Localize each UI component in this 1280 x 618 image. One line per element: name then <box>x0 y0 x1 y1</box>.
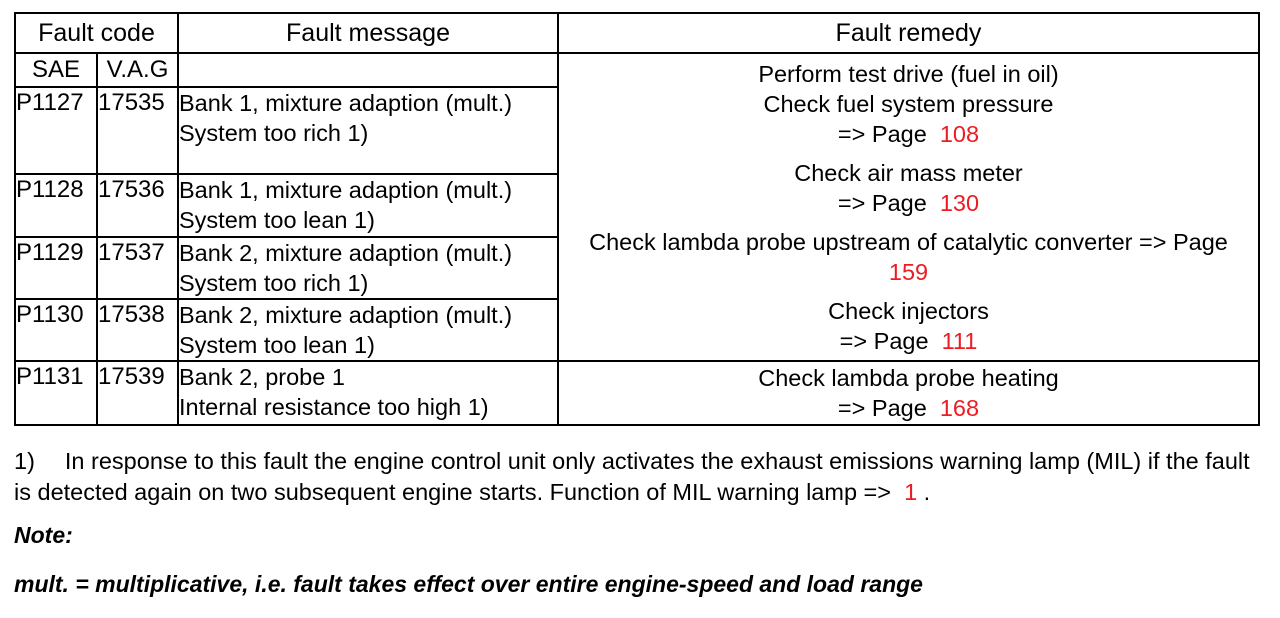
table-row: P1127 17535 Bank 1, mixture adaption (mu… <box>14 86 1259 176</box>
table-row: P1128 17536 Bank 1, mixture adaption (mu… <box>14 173 1259 238</box>
row-3-vag: 17538 <box>96 297 179 363</box>
table-row: P1130 17538 Bank 2, mixture adaption (mu… <box>14 297 1259 363</box>
row-1-message-line1: Bank 1, mixture adaption (mult.) <box>179 177 513 204</box>
remedy-last-cell: Check lambda probe heating => Page 168 <box>557 360 1260 426</box>
table-header-row: Fault code Fault message Fault remedy <box>14 12 1260 54</box>
row-4-message-line1: Bank 2, probe 1 <box>179 364 345 390</box>
row-3-message-line1: Bank 2, mixture adaption (mult.) <box>179 301 513 328</box>
remedy-1-page-line: => Page 108 <box>559 119 1258 149</box>
footnote-marker: 1) <box>14 448 35 474</box>
remedy-last-line1: Check lambda probe heating <box>758 365 1059 391</box>
remedy-4-page-line: => Page 111 <box>559 326 1258 356</box>
remedy-group-cell: Perform test drive (fuel in oil) Check f… <box>557 52 1260 362</box>
row-1-sae: P1128 <box>14 173 98 238</box>
remedy-2-line1: Check air mass meter <box>794 159 1023 186</box>
row-4-vag: 17539 <box>96 360 179 426</box>
row-3-message-line2: System too lean 1) <box>179 331 375 358</box>
remedy-block-4: Check injectors => Page 111 <box>559 296 1258 356</box>
row-1-message: Bank 1, mixture adaption (mult.) System … <box>177 173 559 238</box>
row-0-sae: P1127 <box>14 86 98 176</box>
table-row: P1129 17537 Bank 2, mixture adaption (mu… <box>14 235 1259 300</box>
remedy-block-3: Check lambda probe upstream of catalytic… <box>559 227 1258 287</box>
remedy-2-page-line: => Page 130 <box>559 188 1258 218</box>
row-0-message: Bank 1, mixture adaption (mult.) System … <box>177 86 559 176</box>
remedy-2-page-number: 130 <box>939 189 980 216</box>
row-1-vag: 17536 <box>96 173 179 238</box>
row-4-sae: P1131 <box>14 360 98 426</box>
row-2-message: Bank 2, mixture adaption (mult.) System … <box>177 235 559 300</box>
remedy-3-line1: Check lambda probe upstream of catalytic… <box>589 228 1228 255</box>
row-4-message-line2: Internal resistance too high 1) <box>179 394 489 420</box>
footnote-text-end: . <box>923 479 931 505</box>
row-4-message: Bank 2, probe 1 Internal resistance too … <box>177 360 559 426</box>
row-0-vag: 17535 <box>96 86 179 176</box>
row-2-message-line2: System too rich 1) <box>179 269 369 296</box>
remedy-2-page-label: => Page <box>837 189 927 216</box>
footnote-page-number: 1 <box>904 479 918 505</box>
row-1-message-line2: System too lean 1) <box>179 207 375 234</box>
row-2-message-line1: Bank 2, mixture adaption (mult.) <box>179 239 513 266</box>
remedy-1-line1: Perform test drive (fuel in oil) <box>758 60 1059 87</box>
remedy-block-2: Check air mass meter => Page 130 <box>559 158 1258 218</box>
remedy-last-page-line: => Page 168 <box>559 393 1258 423</box>
remedy-4-page-number: 111 <box>941 327 978 354</box>
row-2-vag: 17537 <box>96 235 179 300</box>
fault-code-table: Fault code Fault message Fault remedy SA… <box>14 12 1260 426</box>
header-vag: V.A.G <box>96 51 179 89</box>
remedy-last-page-label: => Page <box>837 395 927 421</box>
remedy-last-page-number: 168 <box>939 395 980 421</box>
row-2-sae: P1129 <box>14 235 98 300</box>
row-0-message-line1: Bank 1, mixture adaption (mult.) <box>179 90 513 117</box>
remedy-4-page-label: => Page <box>839 327 929 354</box>
footnote: 1)In response to this fault the engine c… <box>14 446 1264 508</box>
row-0-message-line2: System too rich 1) <box>179 120 369 147</box>
row-3-sae: P1130 <box>14 297 98 363</box>
note-label: Note: <box>14 522 73 548</box>
header-message-blank <box>177 51 559 89</box>
row-3-message: Bank 2, mixture adaption (mult.) System … <box>177 297 559 363</box>
remedy-1-line2: Check fuel system pressure <box>763 90 1054 117</box>
table-subheader-row: SAE V.A.G Perform test drive (fuel in oi… <box>14 51 1260 362</box>
header-fault-code: Fault code <box>14 12 179 54</box>
remedy-block-1: Perform test drive (fuel in oil) Check f… <box>559 59 1258 149</box>
remedy-1-page-label: => Page <box>837 120 927 147</box>
note-body: mult. = multiplicative, i.e. fault takes… <box>14 571 923 597</box>
header-fault-message: Fault message <box>177 12 559 54</box>
remedy-stack: Perform test drive (fuel in oil) Check f… <box>559 54 1258 360</box>
table-row: P1131 17539 Bank 2, probe 1 Internal res… <box>14 360 1260 426</box>
remedy-4-line1: Check injectors <box>828 297 989 324</box>
footnote-text: In response to this fault the engine con… <box>14 448 1250 505</box>
header-sae: SAE <box>14 51 98 89</box>
remedy-3-page-number: 159 <box>888 258 929 285</box>
remedy-1-page-number: 108 <box>939 120 980 147</box>
header-fault-remedy: Fault remedy <box>557 12 1260 54</box>
